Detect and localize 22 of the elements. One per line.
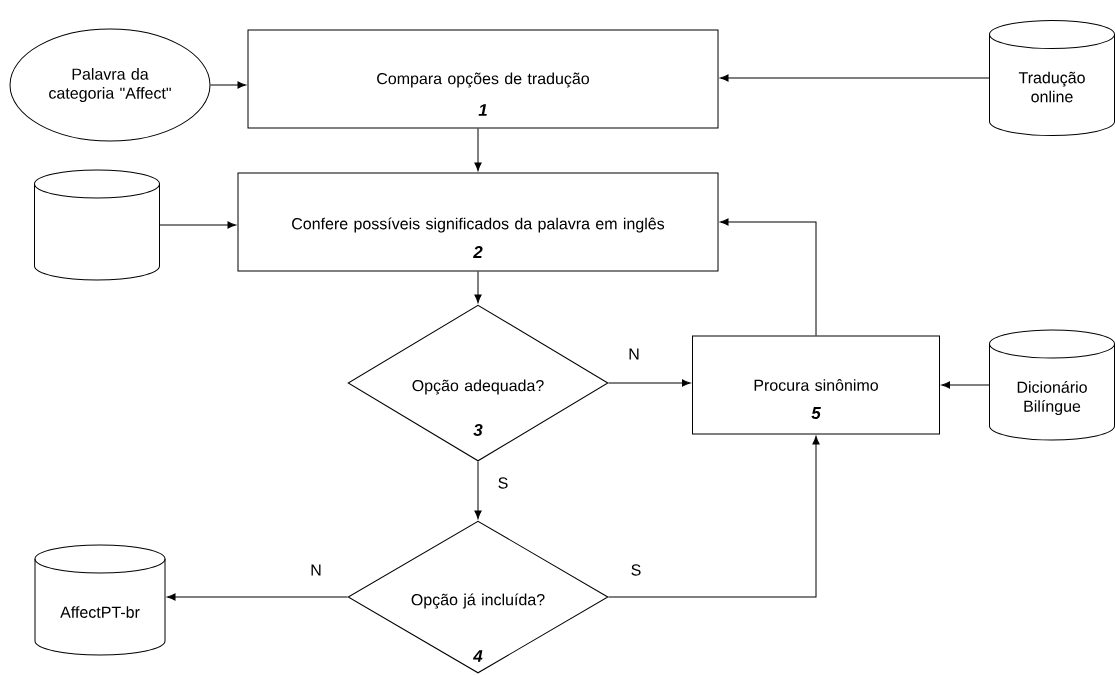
arrow — [474, 461, 482, 520]
arrow — [159, 221, 237, 229]
arrow — [166, 593, 348, 601]
arrow — [719, 218, 817, 336]
database-cylinder: Dicionário Bilíngue — [989, 329, 1115, 441]
process-box: Compara opções de tradução 1 — [247, 29, 719, 129]
process-box: Confere possíveis significados da palavra em inglês 2 — [237, 172, 719, 272]
edge-label: S — [629, 563, 643, 577]
edge-label: S — [496, 476, 510, 490]
process-box: Procura sinônimo 5 — [692, 335, 940, 435]
database-cylinder — [34, 169, 160, 281]
arrow — [941, 381, 990, 389]
edge-label: N — [627, 347, 641, 361]
edge-label: N — [309, 563, 323, 577]
arrow — [608, 435, 820, 598]
arrow — [719, 74, 990, 82]
arrow — [210, 81, 247, 89]
arrow — [608, 379, 691, 387]
database-cylinder: Tradução online — [989, 20, 1115, 136]
arrow — [474, 271, 482, 304]
database-cylinder: AffectPT-br — [34, 544, 166, 656]
arrow — [474, 128, 482, 172]
